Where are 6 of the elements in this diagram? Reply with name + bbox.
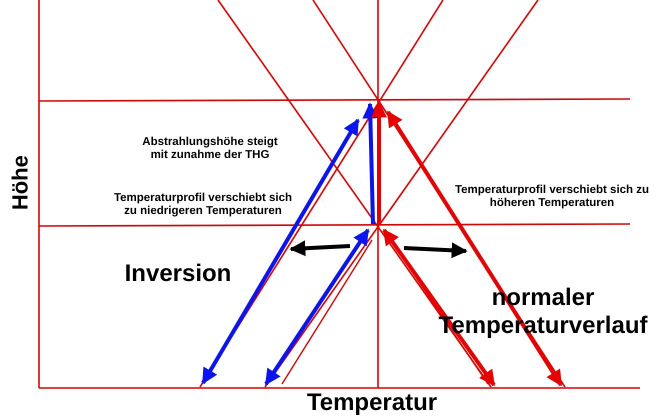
axis-title: Höhe <box>7 154 33 212</box>
annotation-text: Temperaturprofil verschiebt sich zu niedrigeren Temperaturen <box>113 192 293 218</box>
axis-title: Temperatur <box>306 389 438 417</box>
annotation-text: Abstrahlungshöhe steigt mit zunahme der THG <box>141 136 279 162</box>
curve-label: Inversion <box>124 260 232 288</box>
annotation-text: Temperaturprofil verschiebt sich zu höheren Temperaturen <box>454 184 650 210</box>
